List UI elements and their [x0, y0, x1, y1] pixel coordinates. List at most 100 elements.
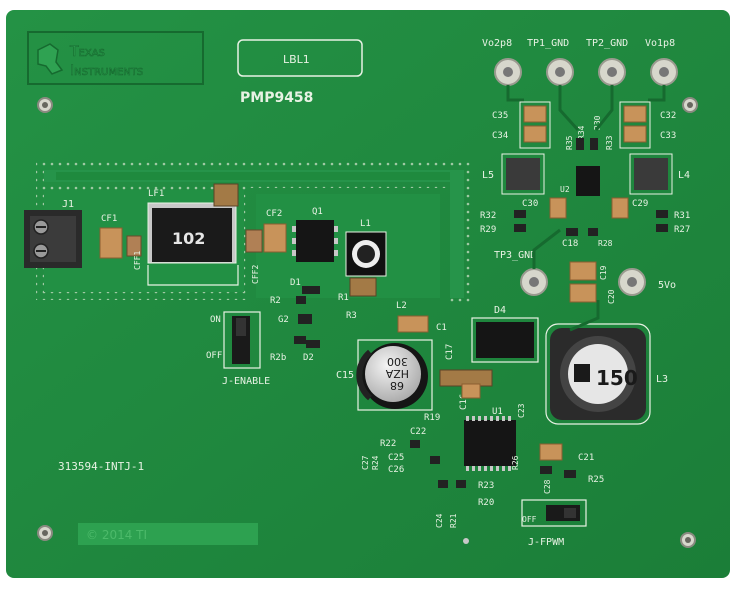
tp2-gnd-label: TP2_GND [586, 38, 628, 49]
c1-label: C1 [436, 323, 447, 333]
c16-label: C16 [459, 394, 469, 410]
r21-label: R21 [449, 513, 458, 528]
l5-label: L5 [482, 170, 494, 181]
l4-label: L4 [678, 170, 690, 181]
copyright-panel [78, 523, 258, 545]
jfpwm-label: J-FPWM [528, 537, 564, 548]
c22-label: C22 [410, 427, 426, 437]
c26-label: C26 [388, 465, 404, 475]
q1-mosfet [296, 220, 334, 262]
u2-label: U2 [560, 185, 570, 194]
l5-inductor [506, 158, 540, 190]
r1-label: R1 [338, 293, 349, 303]
lf1-marking: 102 [172, 229, 205, 248]
r3-label: R3 [346, 311, 357, 321]
c15-mark2: HZA [385, 367, 409, 380]
cf2-capacitor [263, 223, 287, 253]
c18-label: C18 [562, 239, 578, 249]
cff2-label: CFF2 [251, 265, 260, 284]
c17-label: C17 [445, 344, 455, 360]
c20-capacitor [569, 283, 597, 303]
r27-label: R27 [674, 225, 690, 235]
c33-capacitor [623, 125, 647, 143]
c34-label: C34 [492, 131, 508, 141]
r22-label: R22 [380, 439, 396, 449]
c19-capacitor [569, 261, 597, 281]
r35-label: R35 [565, 135, 574, 150]
jenable-off-label: OFF [206, 351, 222, 361]
c15-label: C15 [336, 370, 354, 381]
jenable-label: J-ENABLE [222, 376, 270, 387]
tp3-gnd-label: TP3_GND [494, 250, 536, 261]
c25-label: C25 [388, 453, 404, 463]
cff1-capacitor [126, 235, 142, 257]
cff1-label: CFF1 [133, 251, 142, 270]
c30-label: C30 [522, 199, 538, 209]
c24-label: C24 [435, 513, 444, 528]
r31-label: R31 [674, 211, 690, 221]
lf1-solder [213, 183, 239, 207]
r32-label: R32 [480, 211, 496, 221]
jenable-on-label: ON [210, 315, 221, 325]
r29-label: R29 [480, 225, 496, 235]
l2-label: L2 [396, 301, 407, 311]
c27-label: C27 [361, 455, 370, 470]
mounting-hole-icon [37, 97, 698, 548]
c32-capacitor [623, 105, 647, 123]
r25-label: R25 [588, 475, 604, 485]
j1-terminal-block [24, 210, 82, 268]
lf1-label: LF1 [148, 189, 164, 199]
u1-ic [464, 420, 516, 466]
label-box [237, 39, 363, 77]
u2-ic [576, 166, 600, 196]
c30-capacitor [549, 197, 567, 219]
g2-label: G2 [278, 315, 289, 325]
c35-label: C35 [492, 111, 508, 121]
r30-label: R30 [593, 115, 602, 130]
q1-label: Q1 [312, 207, 323, 217]
d4-diode [476, 322, 534, 358]
testpoints [494, 58, 678, 296]
lf1-inductor [152, 208, 232, 262]
r23-label: R23 [478, 481, 494, 491]
l3-marking: 150 [596, 366, 638, 390]
ti-logo-icon [37, 43, 64, 75]
cf1-capacitor [99, 227, 123, 259]
c23-label: C23 [517, 403, 526, 418]
c32-label: C32 [660, 111, 676, 121]
r2b-label: R2b [270, 353, 286, 363]
tp1-gnd-label: TP1_GND [527, 38, 569, 49]
c15-mark3: 300 [387, 355, 408, 368]
d2-label: D2 [303, 353, 314, 363]
r24-label: R24 [371, 455, 380, 470]
c28-label: C28 [543, 479, 552, 494]
cf2-label: CF2 [266, 209, 282, 219]
c20-label: C20 [607, 289, 616, 304]
part-number: 313594-INTJ-1 [58, 460, 144, 473]
u1-label: U1 [492, 407, 503, 417]
board-id: PMP9458 [240, 90, 313, 106]
c21-label: C21 [578, 453, 594, 463]
label-box-text: LBL1 [283, 53, 310, 66]
cf1-label: CF1 [101, 214, 117, 224]
jfpwm-off-label: OFF [522, 515, 537, 524]
tp-5vo-label: 5Vo [658, 280, 676, 291]
copyright: © 2014 TI [86, 528, 147, 542]
r33-label: R33 [605, 135, 614, 150]
brand-line1: Texas [69, 44, 105, 60]
tp-vo1p8-label: Vo1p8 [645, 38, 675, 49]
r19-label: R19 [424, 413, 440, 423]
r20-label: R20 [478, 498, 494, 508]
c29-capacitor [611, 197, 629, 219]
j1-label: J1 [62, 199, 74, 210]
l1-label: L1 [360, 219, 371, 229]
d1-label: D1 [290, 278, 301, 288]
c15-mark1: 68 [390, 379, 404, 392]
r34-label: R34 [577, 125, 586, 140]
c19-label: C19 [599, 265, 608, 280]
brand-frame [27, 31, 204, 85]
l3-label: L3 [656, 374, 668, 385]
c29-label: C29 [632, 199, 648, 209]
c33-label: C33 [660, 131, 676, 141]
